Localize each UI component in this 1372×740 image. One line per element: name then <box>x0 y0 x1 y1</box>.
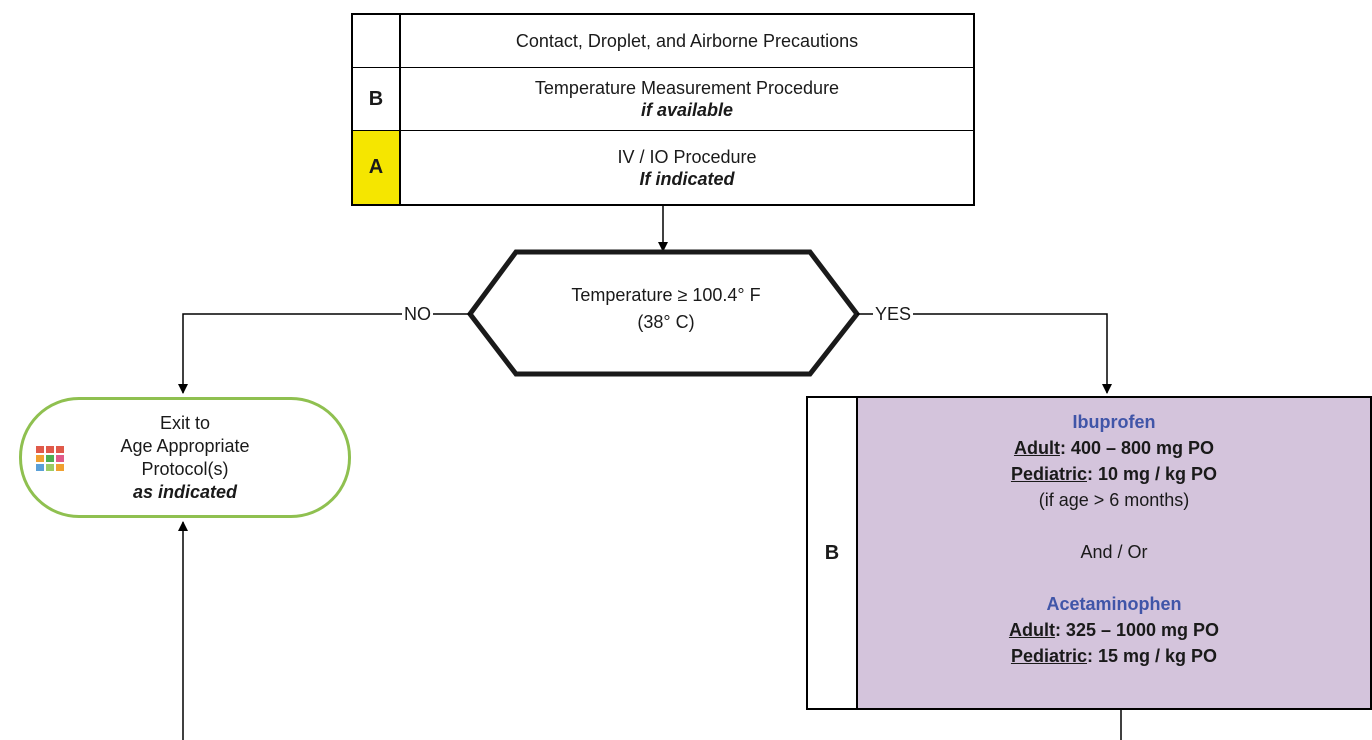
adult-dose: Adult: 325 – 1000 mg PO <box>1008 620 1220 640</box>
adult-dose: Adult: 400 – 800 mg PO <box>1013 438 1215 458</box>
connector-no <box>178 313 470 394</box>
pediatric-dose: Pediatric: 15 mg / kg PO <box>1010 646 1218 666</box>
exit-line-4: as indicated <box>132 481 238 502</box>
medication-box: B Ibuprofen Adult: 400 – 800 mg PO Pedia… <box>806 396 1372 710</box>
exit-line-3: Protocol(s) <box>141 458 229 479</box>
drug-name: Acetaminophen <box>1046 594 1182 614</box>
level-cell: B <box>353 68 401 130</box>
drug-name: Ibuprofen <box>1072 412 1156 432</box>
level-cell: B <box>808 398 858 708</box>
exit-protocol-pill[interactable]: Exit to Age Appropriate Protocol(s) as i… <box>19 397 351 518</box>
decision-line-1: Temperature ≥ 100.4° F <box>571 285 761 305</box>
pediatric-dose: Pediatric: 10 mg / kg PO <box>1010 464 1218 484</box>
procedure-note: if available <box>640 100 734 120</box>
yes-label: YES <box>873 304 914 324</box>
exit-line-2: Age Appropriate <box>120 435 250 456</box>
procedure-row: A IV / IO Procedure If indicated <box>353 131 973 204</box>
level-cell <box>353 15 401 67</box>
procedure-row: Contact, Droplet, and Airborne Precautio… <box>353 15 973 68</box>
procedure-note: If indicated <box>639 168 735 189</box>
medication-body: Ibuprofen Adult: 400 – 800 mg PO Pediatr… <box>858 398 1370 708</box>
connector-yes <box>857 313 1112 394</box>
procedure-label: Contact, Droplet, and Airborne Precautio… <box>515 31 859 51</box>
procedures-table: Contact, Droplet, and Airborne Precautio… <box>351 13 975 206</box>
procedure-row: B Temperature Measurement Procedure if a… <box>353 68 973 131</box>
dose-note: (if age > 6 months) <box>1038 490 1190 510</box>
level-cell-highlight: A <box>353 131 401 204</box>
decision-line-2: (38° C) <box>637 312 695 332</box>
protocol-grid-icon[interactable] <box>36 446 64 472</box>
connector-text: And / Or <box>1080 542 1148 562</box>
decision-text: Temperature ≥ 100.4° F (38° C) <box>480 282 852 336</box>
procedure-label: IV / IO Procedure <box>617 146 757 167</box>
no-label: NO <box>402 304 433 324</box>
procedure-label: Temperature Measurement Procedure <box>534 78 840 98</box>
exit-line-1: Exit to <box>159 412 211 433</box>
